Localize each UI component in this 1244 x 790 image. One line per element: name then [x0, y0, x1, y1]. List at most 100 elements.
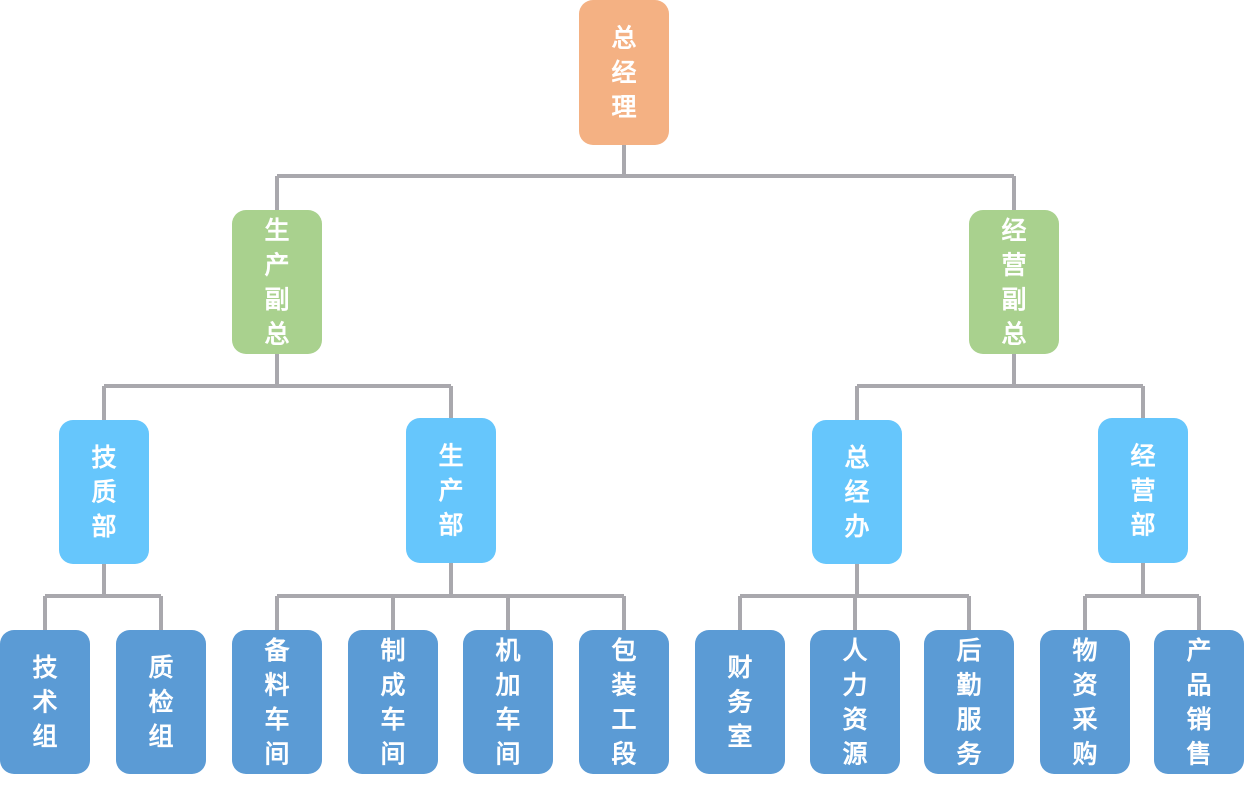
node-unit-label-char: 售 — [1186, 739, 1211, 768]
node-unit-box — [1154, 630, 1244, 774]
node-vice-president-label-char: 副 — [1001, 285, 1026, 314]
node-vice-president-label-char: 总 — [264, 319, 289, 348]
node-unit-label-char: 备 — [263, 636, 290, 665]
node-unit[interactable]: 质检组 — [116, 630, 206, 774]
node-department-box — [1098, 418, 1188, 563]
node-unit-label-char: 物 — [1072, 636, 1097, 665]
node-department-label-char: 生 — [438, 442, 463, 471]
node-unit-label-char: 包 — [611, 636, 636, 665]
node-unit-box — [1040, 630, 1130, 774]
node-unit-label-char: 务 — [727, 688, 752, 717]
node-department-box — [812, 420, 902, 564]
node-unit-label-char: 后 — [956, 636, 981, 665]
node-department[interactable]: 技质部 — [59, 420, 149, 564]
node-unit-label-char: 资 — [842, 705, 867, 734]
node-unit-label-char: 室 — [727, 722, 752, 751]
node-unit-label-char: 间 — [495, 739, 520, 768]
node-department-label-char: 办 — [844, 512, 869, 541]
node-unit-label-char: 力 — [842, 670, 867, 699]
node-unit-box — [579, 630, 669, 774]
node-vice-president-label-char: 经 — [1001, 216, 1026, 245]
node-department-label-char: 部 — [1130, 511, 1155, 540]
node-unit-label-char: 人 — [842, 636, 867, 665]
node-department-label-char: 部 — [438, 511, 463, 540]
node-vice-president-label-char: 生 — [264, 216, 289, 245]
node-department-box — [59, 420, 149, 564]
node-unit-label-char: 组 — [32, 722, 57, 751]
node-unit-label-char: 勤 — [956, 670, 981, 699]
node-unit-box — [348, 630, 438, 774]
node-unit[interactable]: 财务室 — [695, 630, 785, 774]
node-vice-president-box — [232, 210, 322, 354]
node-unit-box — [116, 630, 206, 774]
node-unit-label-char: 财 — [727, 653, 752, 682]
node-unit-box — [232, 630, 322, 774]
node-unit-label-char: 采 — [1072, 705, 1097, 734]
node-unit-label-char: 术 — [32, 688, 57, 717]
node-department-label-char: 经 — [1130, 442, 1155, 471]
node-unit-label-char: 产 — [1186, 636, 1211, 665]
node-department-label-char: 经 — [844, 478, 869, 507]
node-unit-label-char: 服 — [956, 705, 982, 734]
node-department-label-char: 产 — [438, 476, 463, 505]
node-department-label-char: 部 — [91, 512, 116, 541]
node-unit-label-char: 务 — [956, 739, 981, 768]
node-unit-box — [0, 630, 90, 774]
node-general-manager-label-char: 总 — [611, 24, 636, 53]
node-unit-label-char: 资 — [1072, 670, 1097, 699]
node-unit-label-char: 制 — [380, 636, 405, 665]
node-unit-label-char: 车 — [264, 705, 289, 734]
node-vice-president-label-char: 副 — [264, 285, 289, 314]
node-general-manager[interactable]: 总经理 — [579, 0, 669, 145]
node-unit-label-char: 检 — [148, 688, 173, 717]
node-department[interactable]: 生产部 — [406, 418, 496, 563]
node-unit-label-char: 购 — [1072, 739, 1097, 768]
node-vice-president-label-char: 营 — [1001, 250, 1026, 279]
node-unit-label-char: 品 — [1186, 670, 1211, 699]
node-unit-label-char: 间 — [380, 739, 405, 768]
node-department[interactable]: 经营部 — [1098, 418, 1188, 563]
org-nodes: 总经理生产副总技质部技术组质检组生产部备料车间制成车间机加车间包装工段经营副总总… — [0, 0, 1244, 774]
node-unit-label-char: 成 — [380, 670, 405, 699]
node-unit-label-char: 车 — [380, 705, 405, 734]
node-unit-box — [924, 630, 1014, 774]
node-vice-president-box — [969, 210, 1059, 354]
node-vice-president-label-char: 产 — [264, 250, 289, 279]
node-department-label-char: 质 — [91, 478, 116, 507]
node-general-manager-label-char: 理 — [611, 93, 636, 122]
node-department-box — [406, 418, 496, 563]
node-unit-label-char: 车 — [495, 705, 520, 734]
node-unit-box — [463, 630, 553, 774]
node-unit-label-char: 机 — [495, 636, 520, 665]
node-unit-label-char: 料 — [264, 670, 289, 699]
node-unit-label-char: 销 — [1186, 705, 1211, 734]
node-department-label-char: 总 — [844, 443, 869, 472]
node-department[interactable]: 总经办 — [812, 420, 902, 564]
node-unit-label-char: 源 — [842, 739, 867, 768]
node-unit-label-char: 段 — [611, 739, 636, 768]
node-unit-box — [810, 630, 900, 774]
node-unit-box — [695, 630, 785, 774]
node-unit-label-char: 装 — [611, 670, 636, 699]
node-unit-label-char: 组 — [148, 722, 173, 751]
connector-lines — [43, 145, 1201, 630]
node-unit-label-char: 工 — [611, 705, 636, 734]
node-unit-label-char: 质 — [148, 653, 173, 682]
node-department-label-char: 营 — [1130, 476, 1155, 505]
node-unit[interactable]: 技术组 — [0, 630, 90, 774]
node-department-label-char: 技 — [91, 443, 116, 472]
node-unit-label-char: 间 — [264, 739, 289, 768]
node-general-manager-label-char: 经 — [611, 58, 636, 87]
node-unit-label-char: 技 — [32, 653, 57, 682]
